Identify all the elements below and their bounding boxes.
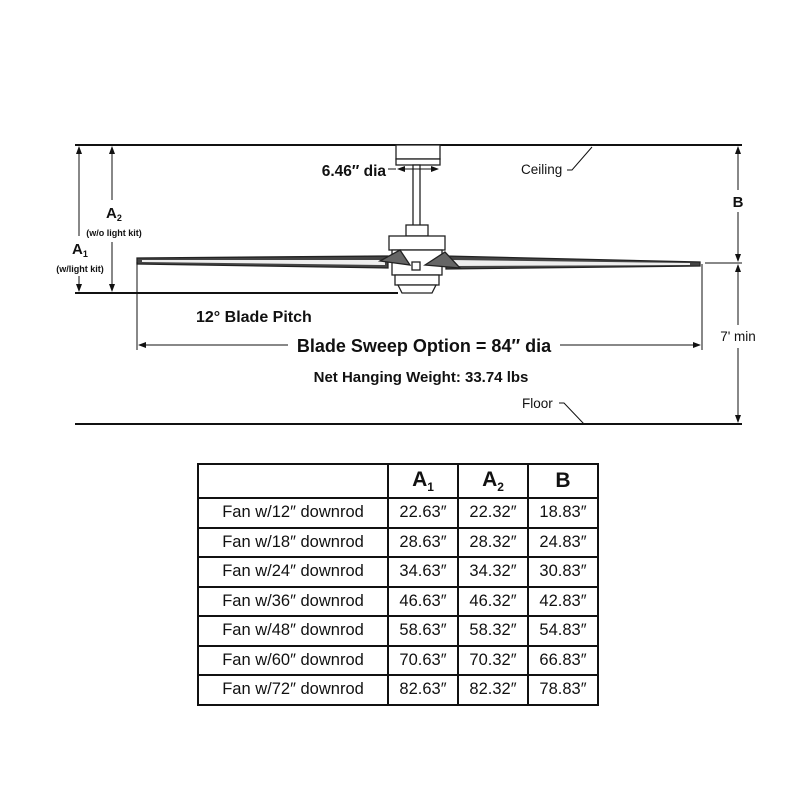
a1-note: (w/light kit) (56, 264, 104, 274)
cell-a2: 58.32″ (457, 615, 529, 647)
cell-b: 42.83″ (527, 585, 599, 617)
downrod-diameter-label: 6.46″ dia (322, 163, 387, 180)
cell-fan: Fan w/72″ downrod (197, 674, 389, 706)
cell-a2: 22.32″ (457, 497, 529, 529)
header-a2: A2 (457, 463, 529, 499)
cell-a1: 34.63″ (387, 556, 459, 588)
cell-b: 24.83″ (527, 526, 599, 558)
cell-b: 18.83″ (527, 497, 599, 529)
cell-b: 66.83″ (527, 644, 599, 676)
a2-note: (w/o light kit) (86, 228, 142, 238)
header-a1: A1 (387, 463, 459, 499)
cell-fan: Fan w/48″ downrod (197, 615, 389, 647)
cell-a2: 34.32″ (457, 556, 529, 588)
floor-label: Floor (522, 396, 553, 411)
ceiling-fan-drawing (136, 144, 701, 294)
a1-label: A1 (72, 241, 88, 259)
weight-label: Net Hanging Weight: 33.74 lbs (314, 369, 529, 386)
cell-fan: Fan w/24″ downrod (197, 556, 389, 588)
cell-b: 78.83″ (527, 674, 599, 706)
min-height-label: 7' min (720, 329, 756, 344)
cell-a2: 28.32″ (457, 526, 529, 558)
cell-fan: Fan w/60″ downrod (197, 644, 389, 676)
cell-a1: 22.63″ (387, 497, 459, 529)
cell-a2: 46.32″ (457, 585, 529, 617)
table-header-row: A1 A2 B (197, 463, 599, 499)
cell-a1: 58.63″ (387, 615, 459, 647)
cell-a1: 82.63″ (387, 674, 459, 706)
header-b: B (527, 463, 599, 499)
header-fan (197, 463, 389, 499)
cell-a1: 70.63″ (387, 644, 459, 676)
ceiling-label: Ceiling (521, 162, 562, 177)
blade-pitch-label: 12° Blade Pitch (196, 309, 312, 326)
cell-a2: 70.32″ (457, 644, 529, 676)
cell-fan: Fan w/12″ downrod (197, 497, 389, 529)
b-label: B (733, 194, 744, 211)
cell-a1: 46.63″ (387, 585, 459, 617)
a2-label: A2 (106, 205, 122, 223)
cell-fan: Fan w/18″ downrod (197, 526, 389, 558)
blade-sweep-label: Blade Sweep Option = 84″ dia (297, 336, 552, 356)
cell-b: 30.83″ (527, 556, 599, 588)
cell-fan: Fan w/36″ downrod (197, 585, 389, 617)
cell-a2: 82.32″ (457, 674, 529, 706)
cell-b: 54.83″ (527, 615, 599, 647)
cell-a1: 28.63″ (387, 526, 459, 558)
